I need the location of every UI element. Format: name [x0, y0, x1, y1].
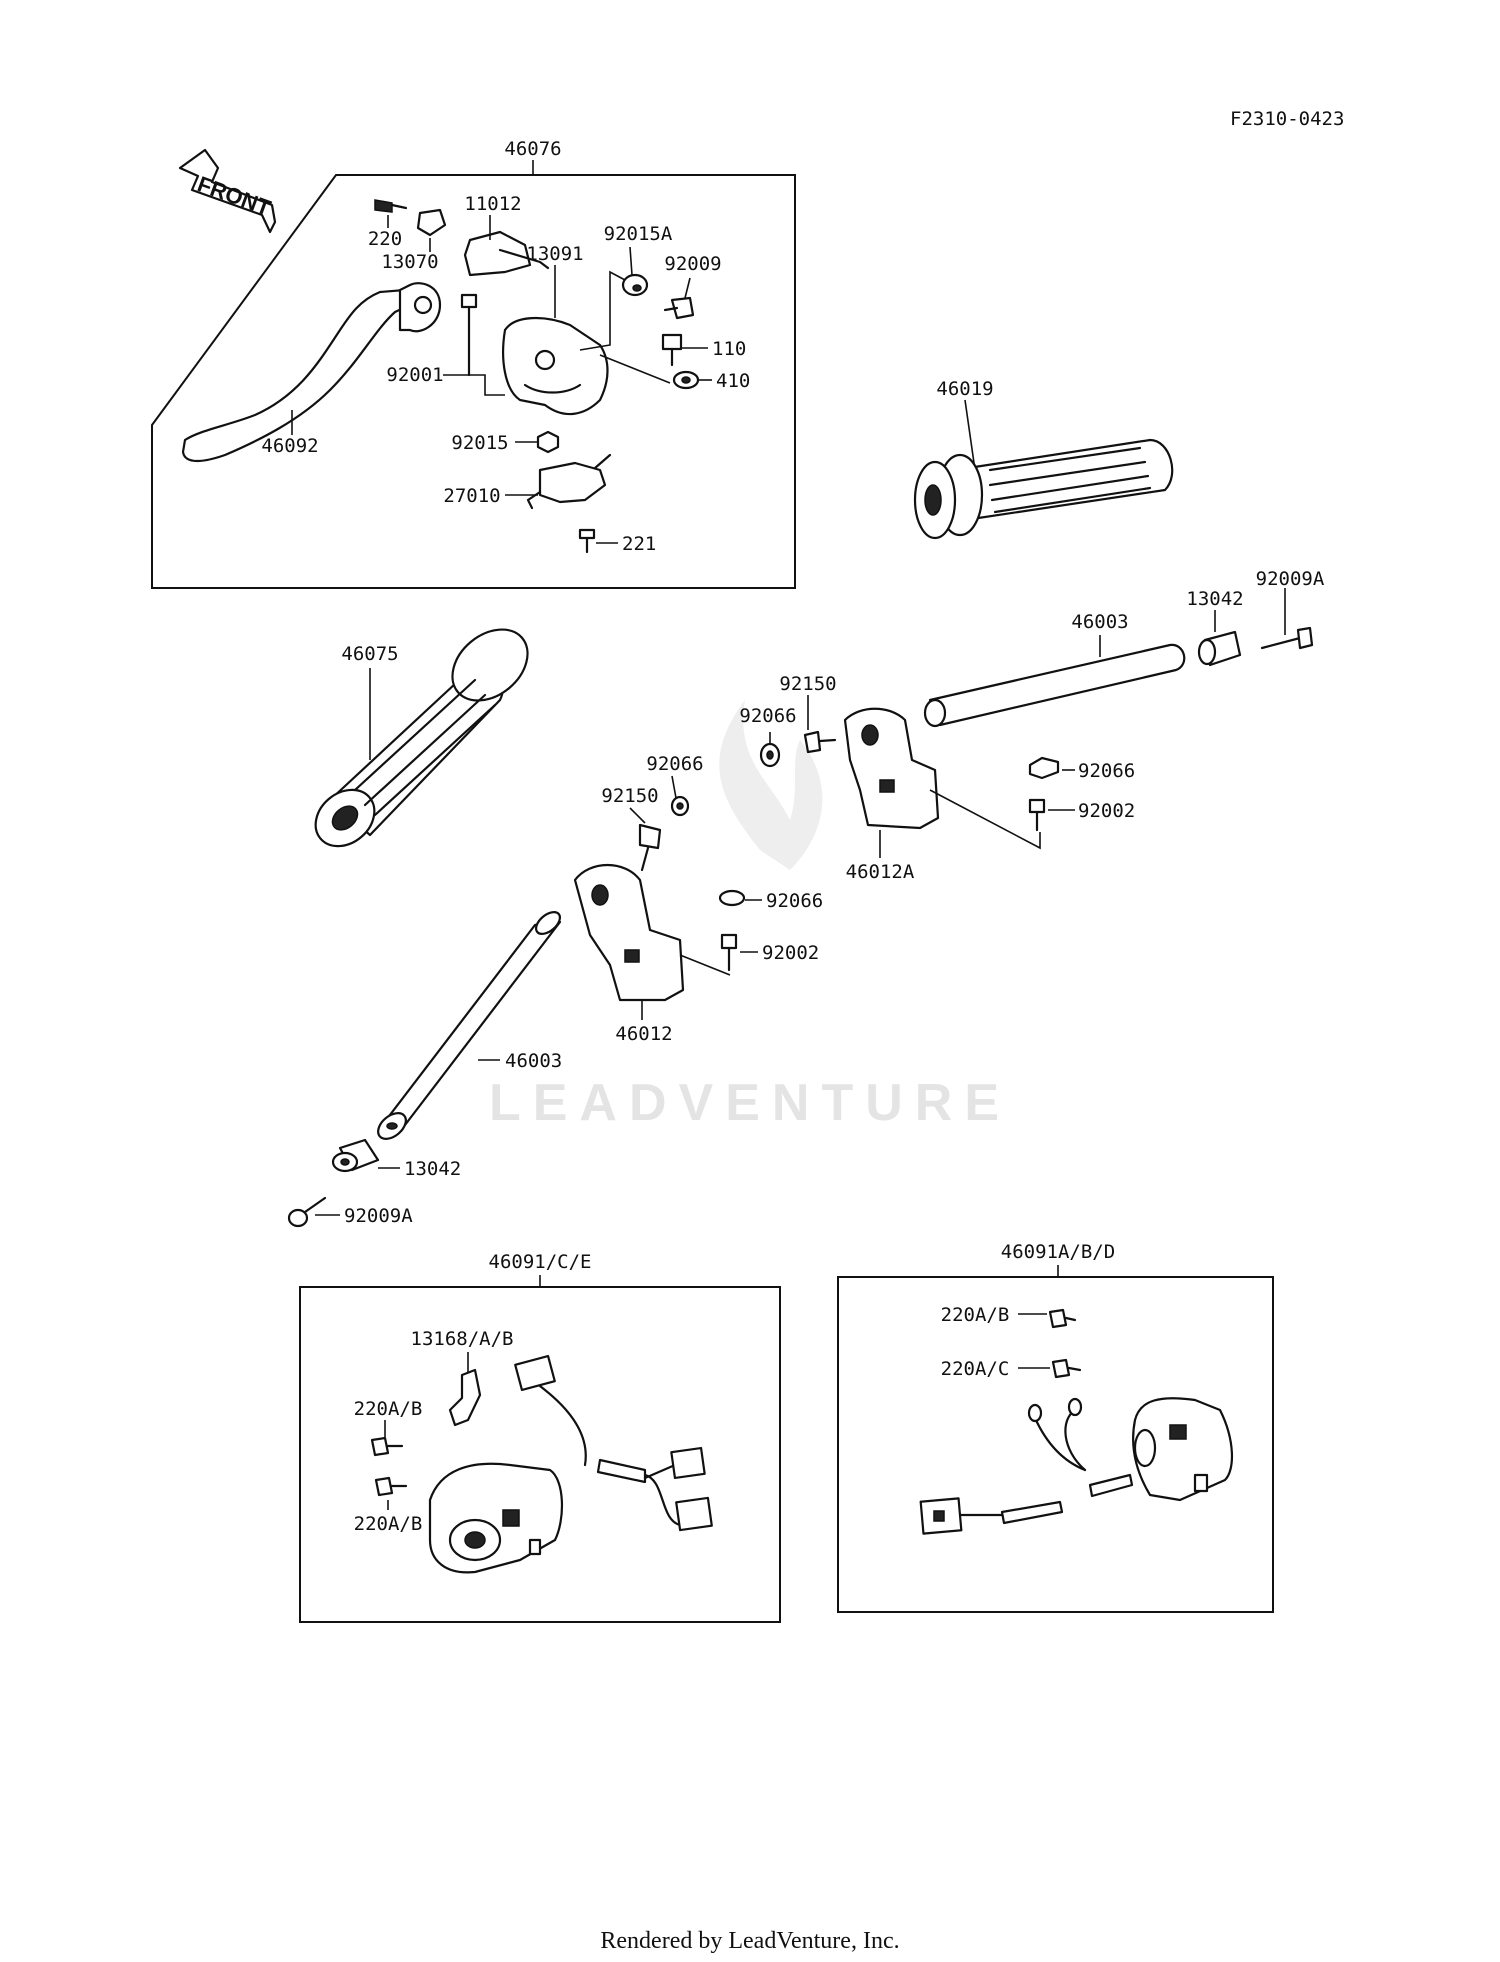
part-220AC: 220A/C	[941, 1358, 1010, 1380]
part-46075: 46075	[341, 643, 398, 665]
part-92002-right: 92002	[1078, 800, 1135, 822]
front-label: FRONT	[194, 171, 274, 221]
part-92009A-left: 92009A	[344, 1205, 413, 1227]
part-92066-left-a: 92066	[646, 753, 703, 775]
part-92066-right-a: 92066	[739, 705, 796, 727]
part-220AB-2: 220A/B	[354, 1513, 423, 1535]
part-11012: 11012	[464, 193, 521, 215]
part-110: 110	[712, 338, 746, 360]
diagram-code: F2310-0423	[1230, 108, 1344, 130]
lever-assembly-box	[151, 174, 796, 589]
watermark-text: LEADVENTURE	[489, 1074, 1011, 1132]
part-92009A-right: 92009A	[1256, 568, 1325, 590]
part-221: 221	[622, 533, 656, 555]
lever-assembly-group: 46076 46092 220 13070 11012 13091 92001	[151, 138, 796, 589]
part-92015A: 92015A	[604, 223, 673, 245]
part-92001: 92001	[386, 364, 443, 386]
part-46019: 46019	[936, 378, 993, 400]
left-switch-box	[299, 1286, 781, 1623]
part-46092: 46092	[261, 435, 318, 457]
throttle-grip-group: 46019	[913, 378, 1174, 540]
handlebar-46003-right	[928, 643, 1186, 727]
part-13042-left: 13042	[404, 1158, 461, 1180]
left-handlebar-group: 92066 92150 46012 92066 92002 46003	[287, 753, 823, 1228]
switch-27010	[538, 461, 607, 504]
footer-credit: Rendered by LeadVenture, Inc.	[600, 1928, 899, 1954]
part-46091ABD: 46091A/B/D	[1001, 1241, 1115, 1263]
part-92066-right-b: 92066	[1078, 760, 1135, 782]
part-92150-right: 92150	[779, 673, 836, 695]
part-92066-left-b: 92066	[766, 890, 823, 912]
part-92150-left: 92150	[601, 785, 658, 807]
grip-46075-group: 46075	[314, 628, 529, 848]
part-46003-left: 46003	[505, 1050, 562, 1072]
part-46091CE: 46091/C/E	[489, 1251, 592, 1273]
left-switch-group: 46091/C/E 13168/A/B 220A/B 220A/B	[299, 1251, 781, 1623]
part-220: 220	[368, 228, 402, 250]
part-13070: 13070	[381, 251, 438, 273]
part-410: 410	[716, 370, 750, 392]
part-13042-right: 13042	[1186, 588, 1243, 610]
part-46076: 46076	[504, 138, 561, 160]
part-13091: 13091	[526, 243, 583, 265]
part-46012: 46012	[615, 1023, 672, 1045]
part-92015: 92015	[451, 432, 508, 454]
part-46012A: 46012A	[846, 861, 915, 883]
watermark: LEADVENTURE	[489, 700, 1011, 1132]
part-46003-right: 46003	[1071, 611, 1128, 633]
part-11012-shape	[463, 230, 532, 277]
part-220AB-3: 220A/B	[941, 1304, 1010, 1326]
grip-46019	[953, 438, 1174, 522]
lever-46092	[181, 288, 412, 463]
right-handlebar-group: 46003 13042 92009A 46012A 92150 92066 92…	[739, 568, 1324, 883]
holder-13091	[502, 316, 609, 416]
holder-46012A	[843, 707, 940, 830]
part-92002-left: 92002	[762, 942, 819, 964]
part-92009: 92009	[664, 253, 721, 275]
switch-housing-left	[428, 1462, 564, 1574]
part-220AB-1: 220A/B	[354, 1398, 423, 1420]
right-switch-group: 46091A/B/D 220A/B 220A/C	[837, 1241, 1274, 1613]
right-switch-box	[837, 1276, 1274, 1613]
front-arrow: FRONT	[178, 148, 277, 234]
part-13168AB: 13168/A/B	[411, 1328, 514, 1350]
holder-46012	[573, 863, 685, 1002]
part-13070-shape	[416, 208, 447, 237]
part-27010: 27010	[443, 485, 500, 507]
